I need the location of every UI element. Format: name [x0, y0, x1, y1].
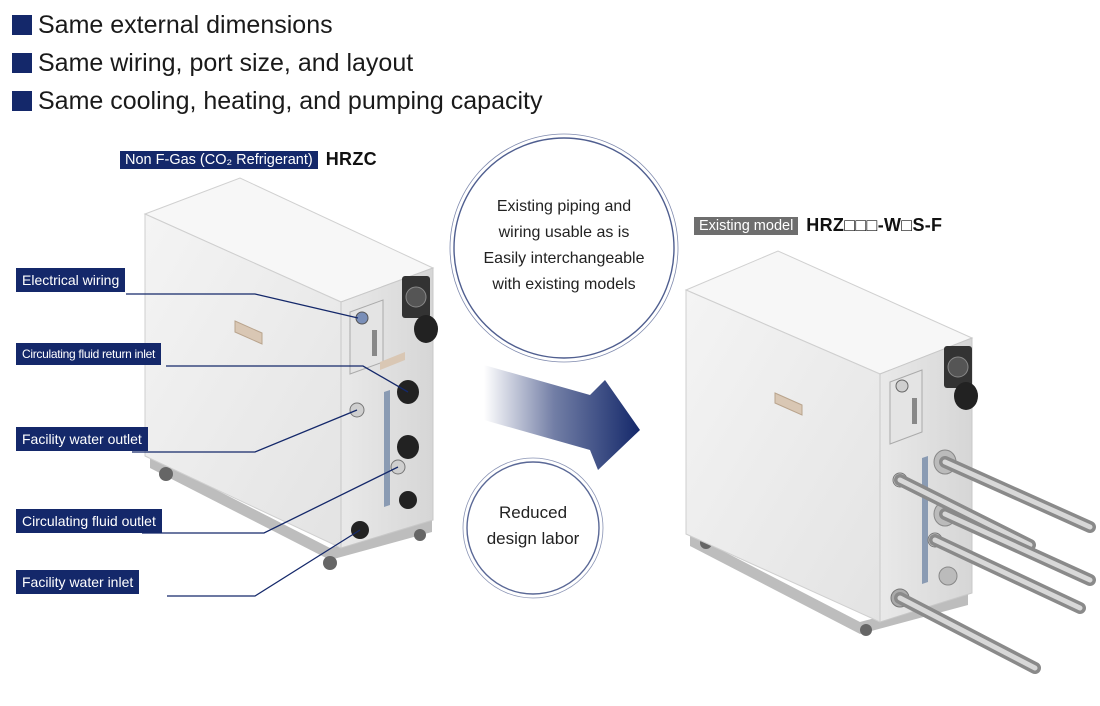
- bullet-square-icon: [12, 53, 32, 73]
- bullet-square-icon: [12, 15, 32, 35]
- callout-facility-water-inlet: Facility water inlet: [16, 570, 140, 594]
- existing-model-tag: Existing model HRZ□□□-W□S-F: [694, 215, 942, 236]
- new-model-label: Non F-Gas (CO₂ Refrigerant): [120, 150, 318, 169]
- callout-electrical-wiring: Electrical wiring: [16, 268, 126, 292]
- existing-model-label: Existing model: [694, 216, 799, 235]
- bubble-top-text: Existing piping and wiring usable as is …: [464, 194, 664, 298]
- bubble-line: design labor: [486, 529, 580, 548]
- callout-lines: [126, 293, 409, 597]
- callout-return-inlet: Circulating fluid return inlet: [16, 343, 162, 365]
- new-model-name: HRZC: [325, 149, 377, 169]
- bubble-line: with existing models: [492, 276, 636, 293]
- caster-icon: [159, 467, 173, 481]
- bullet-square-icon: [12, 91, 32, 111]
- bubble-top: [449, 133, 679, 363]
- feature-text: Same wiring, port size, and layout: [38, 49, 414, 77]
- feature-item: Same wiring, port size, and layout: [12, 44, 543, 82]
- existing-model-name: HRZ□□□-W□S-F: [806, 215, 943, 235]
- bubble-line: Existing piping and: [496, 198, 632, 215]
- bubble-line: Easily interchangeable: [483, 250, 645, 267]
- caster-icon: [860, 624, 872, 636]
- bubble-bottom: [462, 457, 604, 599]
- bubble-bottom-text: Reduced design labor: [463, 500, 603, 552]
- feature-item: Same cooling, heating, and pumping capac…: [12, 82, 543, 120]
- callout-circulating-fluid-outlet: Circulating fluid outlet: [16, 509, 162, 533]
- feature-list: Same external dimensions Same wiring, po…: [12, 6, 543, 120]
- arrow-right-icon: [484, 365, 640, 470]
- feature-item: Same external dimensions: [12, 6, 543, 44]
- existing-unit: [684, 250, 978, 636]
- new-model-tag: Non F-Gas (CO₂ Refrigerant) HRZC: [120, 149, 377, 170]
- feature-text: Same external dimensions: [38, 11, 333, 39]
- hrzc-unit: [143, 177, 438, 570]
- caster-icon: [414, 529, 426, 541]
- callout-facility-water-outlet: Facility water outlet: [16, 427, 148, 451]
- caster-icon: [323, 556, 337, 570]
- feature-text: Same cooling, heating, and pumping capac…: [38, 87, 543, 115]
- bubble-line: wiring usable as is: [498, 224, 630, 241]
- pipes: [894, 456, 1096, 674]
- bubble-line: Reduced: [498, 503, 568, 522]
